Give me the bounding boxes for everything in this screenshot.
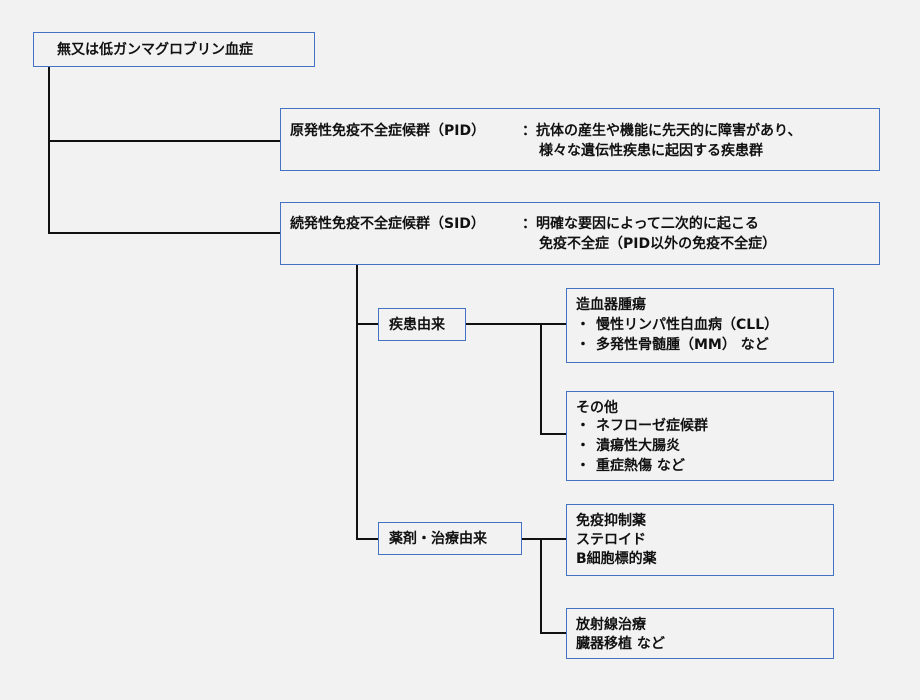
other-disease-title: その他 xyxy=(576,400,618,416)
sid-box: 続発性免疫不全症候群（SID） ：明確な要因によって二次的に起こる 免疫不全症（… xyxy=(280,202,880,265)
treatment-organ-transplant: 臓器移植 など xyxy=(576,636,665,652)
hematologic-tumor-box: 造血器腫瘍 ・慢性リンパ性白血病（CLL） ・多発性骨髄腫（MM） など xyxy=(566,288,834,363)
drug-treatment-origin-box: 薬剤・治療由来 xyxy=(378,522,522,555)
hematologic-item-cll: ・慢性リンパ性白血病（CLL） xyxy=(576,315,778,335)
connector-drug-branch xyxy=(540,538,542,634)
pid-box: 原発性免疫不全症候群（PID） ：抗体の産生や機能に先天的に障害があり、 様々な… xyxy=(280,108,880,171)
connector-root-to-pid xyxy=(48,140,281,142)
bullet-symbol: ・ xyxy=(576,337,590,353)
drug-steroid: ステロイド xyxy=(576,532,646,548)
bullet-symbol: ・ xyxy=(576,438,590,454)
treatments-box: 放射線治療 臓器移植 など xyxy=(566,608,834,659)
other-item-colitis: ・潰瘍性大腸炎 xyxy=(576,436,680,456)
bullet-symbol: ・ xyxy=(576,418,590,434)
connector-drug-out xyxy=(521,538,566,540)
root-label: 無又は低ガンマグロブリン血症 xyxy=(57,42,253,58)
other-item-burn: ・重症熱傷 など xyxy=(576,456,685,476)
drug-immunosuppressant: 免疫抑制薬 xyxy=(576,513,646,529)
hematologic-item-mm: ・多発性骨髄腫（MM） など xyxy=(576,335,769,355)
connector-disease-to-other xyxy=(540,433,566,435)
drug-treatment-origin-label: 薬剤・治療由来 xyxy=(389,531,487,547)
pid-description-line1: ：抗体の産生や機能に先天的に障害があり、 xyxy=(522,123,802,139)
other-item-label: 重症熱傷 など xyxy=(596,458,685,474)
connector-root-to-sid xyxy=(48,232,281,234)
treatment-radiation: 放射線治療 xyxy=(576,617,646,633)
connector-sid-trunk xyxy=(356,265,358,540)
drug-b-cell-targeted: B細胞標的薬 xyxy=(576,551,657,567)
connector-disease-out xyxy=(465,323,566,325)
pid-description-line2: 様々な遺伝性疾患に起因する疾患群 xyxy=(539,143,763,159)
hematologic-item-label: 多発性骨髄腫（MM） など xyxy=(596,337,769,353)
disease-origin-box: 疾患由来 xyxy=(378,308,466,341)
hematologic-item-label: 慢性リンパ性白血病（CLL） xyxy=(596,317,779,333)
disease-origin-label: 疾患由来 xyxy=(389,317,445,333)
hematologic-tumor-title: 造血器腫瘍 xyxy=(576,297,646,313)
pid-label: 原発性免疫不全症候群（PID） xyxy=(290,123,486,139)
other-item-label: 潰瘍性大腸炎 xyxy=(596,438,680,454)
connector-root-trunk xyxy=(48,66,50,234)
other-disease-box: その他 ・ネフローゼ症候群 ・潰瘍性大腸炎 ・重症熱傷 など xyxy=(566,391,834,481)
other-item-label: ネフローゼ症候群 xyxy=(596,418,708,434)
sid-description-line1: ：明確な要因によって二次的に起こる xyxy=(522,216,759,232)
connector-disease-branch xyxy=(540,323,542,435)
bullet-symbol: ・ xyxy=(576,458,590,474)
drugs-box: 免疫抑制薬 ステロイド B細胞標的薬 xyxy=(566,504,834,576)
connector-sid-to-drug xyxy=(356,538,378,540)
bullet-symbol: ・ xyxy=(576,317,590,333)
root-box: 無又は低ガンマグロブリン血症 xyxy=(33,32,315,67)
connector-drug-to-treatment xyxy=(540,632,566,634)
sid-label: 続発性免疫不全症候群（SID） xyxy=(290,216,485,232)
other-item-nephrotic: ・ネフローゼ症候群 xyxy=(576,416,708,436)
connector-sid-to-disease xyxy=(356,323,378,325)
sid-description-line2: 免疫不全症（PID以外の免疫不全症） xyxy=(539,236,777,252)
